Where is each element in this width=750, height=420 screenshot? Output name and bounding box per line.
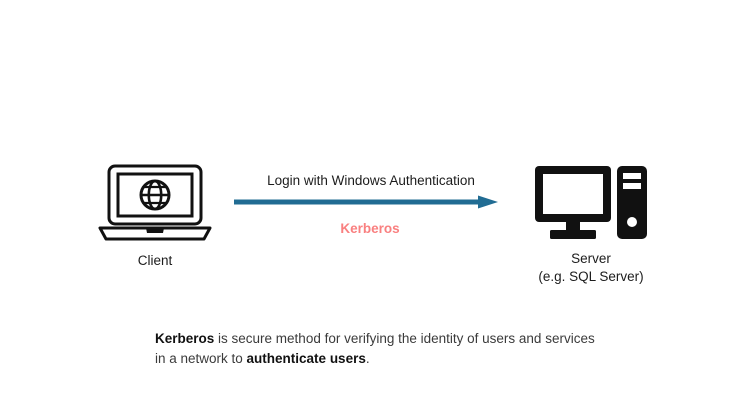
node-client: Client bbox=[92, 164, 218, 269]
server-label-line2: (e.g. SQL Server) bbox=[538, 269, 644, 284]
caption-bold-authenticate: authenticate users bbox=[246, 350, 366, 366]
node-server: Server (e.g. SQL Server) bbox=[512, 164, 670, 285]
caption-bold-kerberos: Kerberos bbox=[155, 331, 215, 346]
desktop-tower-server-icon bbox=[535, 166, 647, 239]
caption-period: . bbox=[365, 350, 370, 366]
flow-group: Login with Windows Authentication Kerber… bbox=[232, 172, 504, 238]
caption-text: Kerberos is secure method for verifying … bbox=[155, 329, 595, 368]
caption-body: is secure method for verifying the ident… bbox=[155, 331, 595, 366]
flow-top-label: Login with Windows Authentication bbox=[267, 173, 475, 188]
server-label-line1: Server bbox=[571, 251, 611, 266]
flow-bottom-label: Kerberos bbox=[340, 221, 400, 236]
client-label: Client bbox=[137, 253, 173, 268]
right-arrow-icon bbox=[234, 195, 498, 209]
laptop-globe-icon bbox=[98, 164, 212, 241]
